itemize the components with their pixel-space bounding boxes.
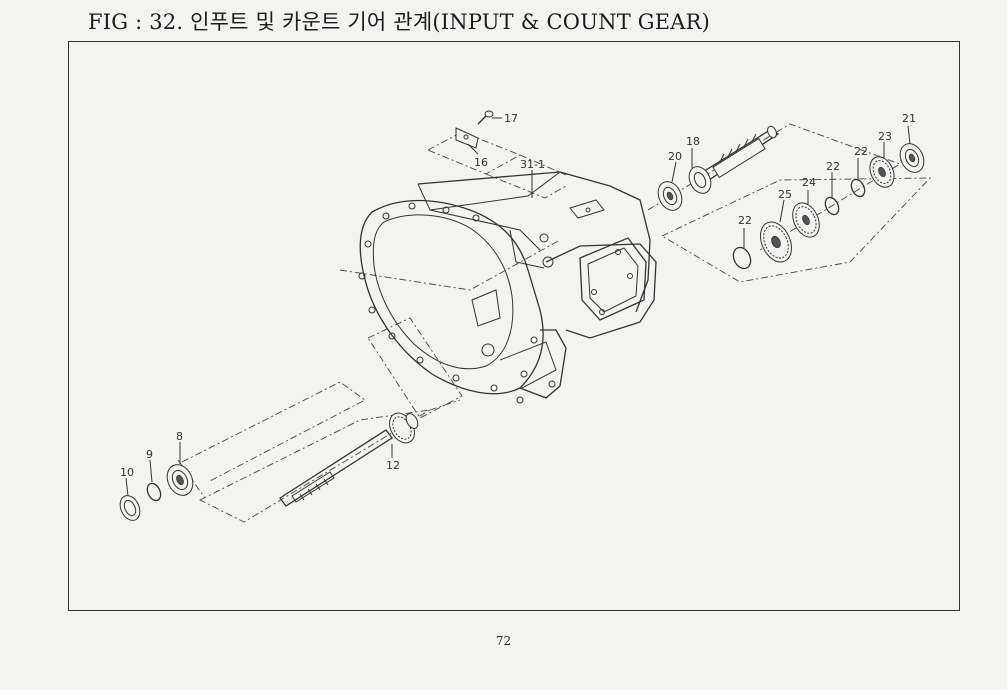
part-label-17: 17 <box>504 112 518 125</box>
bolt-17 <box>477 110 494 125</box>
part-label-25: 25 <box>778 188 792 201</box>
gear-24 <box>792 202 820 238</box>
counter-shaft-18 <box>688 125 780 194</box>
part-label-22-middle: 22 <box>826 160 840 173</box>
transmission-housing <box>358 171 657 404</box>
part-label-16: 16 <box>474 156 488 169</box>
bearing-20 <box>657 181 683 211</box>
bearing-21 <box>899 143 925 173</box>
page-number: 72 <box>495 634 512 648</box>
part-label-22-upper: 22 <box>854 145 868 158</box>
leader-lines <box>125 117 911 497</box>
snap-ring-22-lower <box>732 246 752 270</box>
part-label-22-lower: 22 <box>738 214 752 227</box>
part-label-9: 9 <box>146 448 153 461</box>
plate-16 <box>455 127 479 149</box>
figure-title: FIG : 32. 인푸트 및 카운트 기어 관계(INPUT & COUNT … <box>88 10 711 34</box>
part-label-8: 8 <box>176 430 183 443</box>
snap-ring-9 <box>146 482 162 502</box>
part-label-12: 12 <box>386 459 400 472</box>
part-label-23: 23 <box>878 130 892 143</box>
bearing-8 <box>166 464 194 496</box>
input-shaft-12 <box>279 412 419 507</box>
gear-23 <box>869 156 895 188</box>
part-label-31-1: 31-1 <box>520 158 545 171</box>
oil-seal-10 <box>119 495 141 521</box>
diagram-frame <box>68 41 960 611</box>
part-label-20: 20 <box>668 150 682 163</box>
assembly-guide-lines <box>177 123 932 523</box>
part-label-10: 10 <box>120 466 134 479</box>
part-label-18: 18 <box>686 135 700 148</box>
gear-25 <box>760 221 792 263</box>
snap-ring-22-middle <box>824 196 840 216</box>
part-label-24: 24 <box>802 176 816 189</box>
part-label-21: 21 <box>902 112 916 125</box>
part-labels: 17 16 31-1 18 20 21 23 22 22 22 24 25 8 … <box>120 112 916 479</box>
snap-ring-22-upper <box>850 178 866 198</box>
